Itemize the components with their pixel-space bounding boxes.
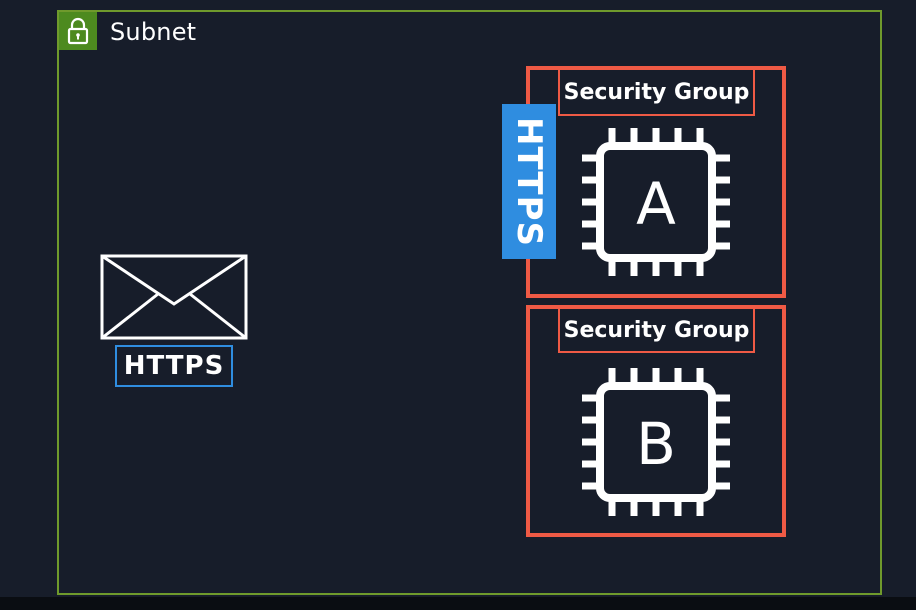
chip-icon: A	[582, 128, 730, 276]
https-packet-label: HTTPS	[115, 345, 233, 387]
subnet-boundary	[57, 10, 882, 595]
security-group-a-label: Security Group	[558, 68, 755, 116]
subnet-badge	[59, 12, 97, 50]
instance-a-label: A	[636, 170, 676, 238]
instance-b-label: B	[636, 410, 676, 478]
chip-icon: B	[582, 368, 730, 516]
lock-icon	[67, 17, 89, 45]
https-inbound-rule-label: HTTPS	[509, 116, 549, 247]
bottom-bar	[0, 597, 916, 610]
subnet-label: Subnet	[110, 18, 197, 46]
security-group-b-label: Security Group	[558, 307, 755, 353]
envelope-icon	[100, 254, 248, 340]
https-inbound-rule-tag: HTTPS	[502, 104, 556, 259]
